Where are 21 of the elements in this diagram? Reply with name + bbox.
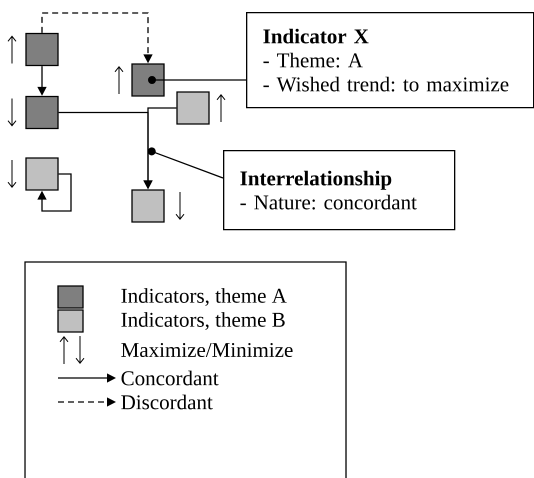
connector bbox=[37, 173, 72, 212]
indicator-square bbox=[176, 91, 210, 125]
indicator-square bbox=[131, 63, 165, 97]
indicator-square bbox=[25, 32, 59, 66]
info-heading: Interrelationship bbox=[240, 170, 392, 190]
info-line: - Nature: concordant bbox=[240, 194, 417, 210]
info-box bbox=[246, 12, 534, 108]
legend-label: Indicators, theme A bbox=[121, 288, 287, 306]
info-box bbox=[223, 150, 456, 230]
indicator-square bbox=[25, 96, 59, 130]
legend-label: Discordant bbox=[121, 394, 213, 410]
info-line: - Wished trend: to maximize bbox=[263, 76, 508, 92]
legend-label: Indicators, theme B bbox=[121, 312, 285, 330]
connector bbox=[148, 76, 246, 84]
legend-label: Concordant bbox=[122, 370, 218, 386]
indicator-square bbox=[25, 157, 59, 191]
legend-label: Maximize/Minimize bbox=[121, 342, 293, 358]
info-heading: Indicator X bbox=[263, 28, 369, 44]
connector bbox=[148, 147, 224, 179]
info-line: - Theme: A bbox=[263, 52, 363, 68]
indicator-square bbox=[131, 189, 165, 223]
